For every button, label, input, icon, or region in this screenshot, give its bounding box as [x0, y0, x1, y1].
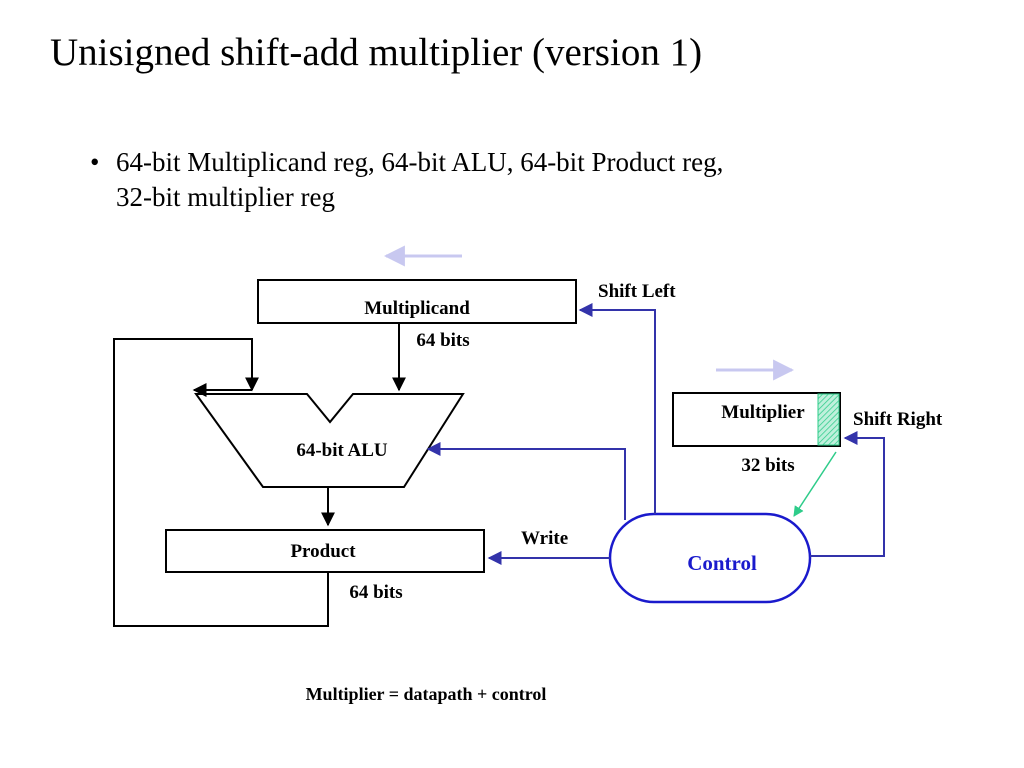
shift-right-label: Shift Right	[853, 409, 943, 430]
control-shift-right-signal	[810, 431, 885, 557]
control-label: Control	[687, 551, 757, 575]
multiplier-register	[672, 392, 841, 447]
multiplicand-width: 64 bits	[416, 330, 469, 351]
multiplier-lsb	[817, 393, 840, 446]
slide-title: Unisigned shift-add multiplier (version …	[50, 31, 703, 74]
product-label: Product	[290, 541, 356, 562]
multiplicand-register	[257, 279, 577, 324]
alu-label: 64-bit ALU	[296, 440, 388, 461]
product-feedback-loop	[113, 338, 329, 627]
diagram-caption: Multiplier = datapath + control	[306, 684, 547, 704]
lsb-to-control-arrow	[793, 451, 837, 517]
shift-left-label: Shift Left	[598, 281, 676, 302]
bullet-text: 64-bit Multiplicand reg, 64-bit ALU, 64-…	[116, 145, 723, 215]
multiplier-label: Multiplier	[721, 402, 805, 423]
write-label: Write	[521, 528, 568, 549]
alu-shape	[194, 393, 465, 488]
bullet-line-2: 32-bit multiplier reg	[116, 182, 335, 213]
product-register	[165, 529, 485, 573]
bullet-line-1: 64-bit Multiplicand reg, 64-bit ALU, 64-…	[116, 147, 724, 177]
bullet-marker: •	[90, 147, 100, 177]
multiplier-width: 32 bits	[741, 455, 794, 476]
control-alu-signal	[426, 442, 626, 520]
bullet-point: • 64-bit Multiplicand reg, 64-bit ALU, 6…	[90, 145, 723, 215]
product-width: 64 bits	[349, 582, 402, 603]
multiplicand-label: Multiplicand	[364, 298, 470, 319]
control-shift-left-signal	[578, 303, 656, 514]
